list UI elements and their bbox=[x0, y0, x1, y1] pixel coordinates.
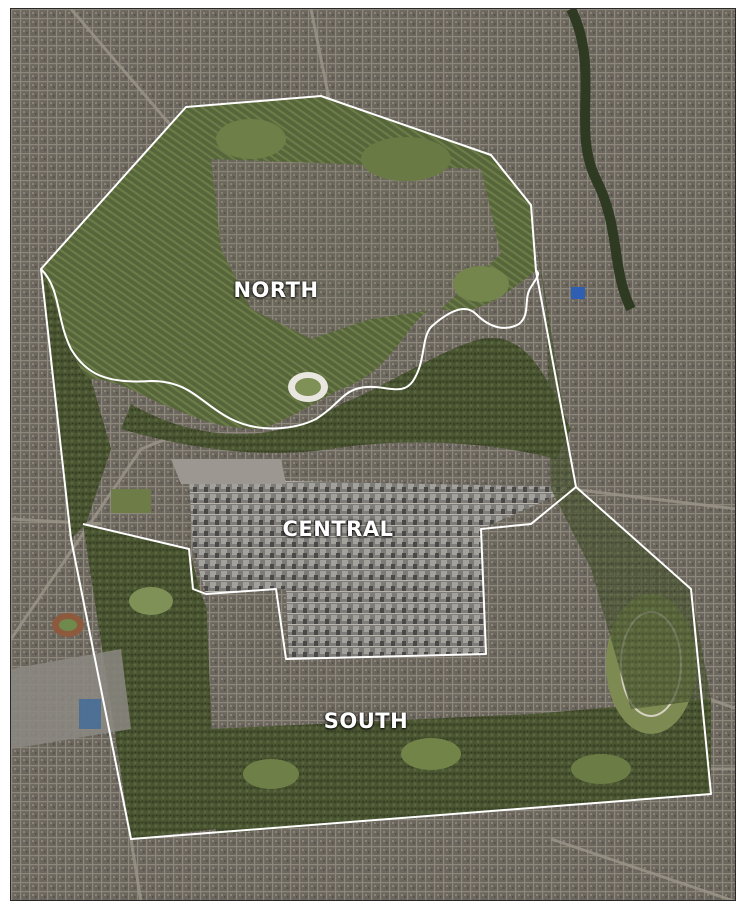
south-green-1 bbox=[243, 759, 299, 789]
west-field bbox=[111, 489, 151, 513]
creek-east bbox=[566, 9, 636, 312]
east-parklands bbox=[531, 205, 711, 709]
south-green-2 bbox=[401, 738, 461, 770]
zone-boundaries bbox=[40, 95, 712, 840]
stadium-field bbox=[295, 378, 321, 396]
north-residential bbox=[211, 159, 501, 339]
south-parklands bbox=[211, 699, 711, 834]
north-boundary bbox=[40, 268, 540, 430]
river-corridor bbox=[121, 337, 571, 459]
west-parklands-north bbox=[41, 269, 111, 539]
zone-label-south[interactable]: SOUTH bbox=[323, 709, 409, 733]
blue-roof bbox=[79, 699, 101, 729]
north-green-2 bbox=[216, 119, 286, 159]
athletics-infield bbox=[59, 619, 77, 631]
south-green-3 bbox=[571, 754, 631, 784]
zone-label-central[interactable]: CENTRAL bbox=[282, 517, 394, 541]
map-svg bbox=[11, 9, 735, 900]
aerial-map[interactable]: NORTH CENTRAL SOUTH bbox=[10, 8, 736, 901]
west-oval bbox=[129, 587, 173, 615]
tennis-court bbox=[571, 287, 585, 299]
railway-station bbox=[171, 459, 286, 484]
central-boundary bbox=[82, 486, 577, 660]
north-green-3 bbox=[453, 266, 509, 302]
west-parklands-south bbox=[83, 524, 216, 839]
cbd-area bbox=[189, 479, 576, 659]
zone-label-north[interactable]: NORTH bbox=[233, 278, 319, 302]
north-green-1 bbox=[361, 137, 451, 181]
outer-boundary bbox=[40, 95, 712, 840]
